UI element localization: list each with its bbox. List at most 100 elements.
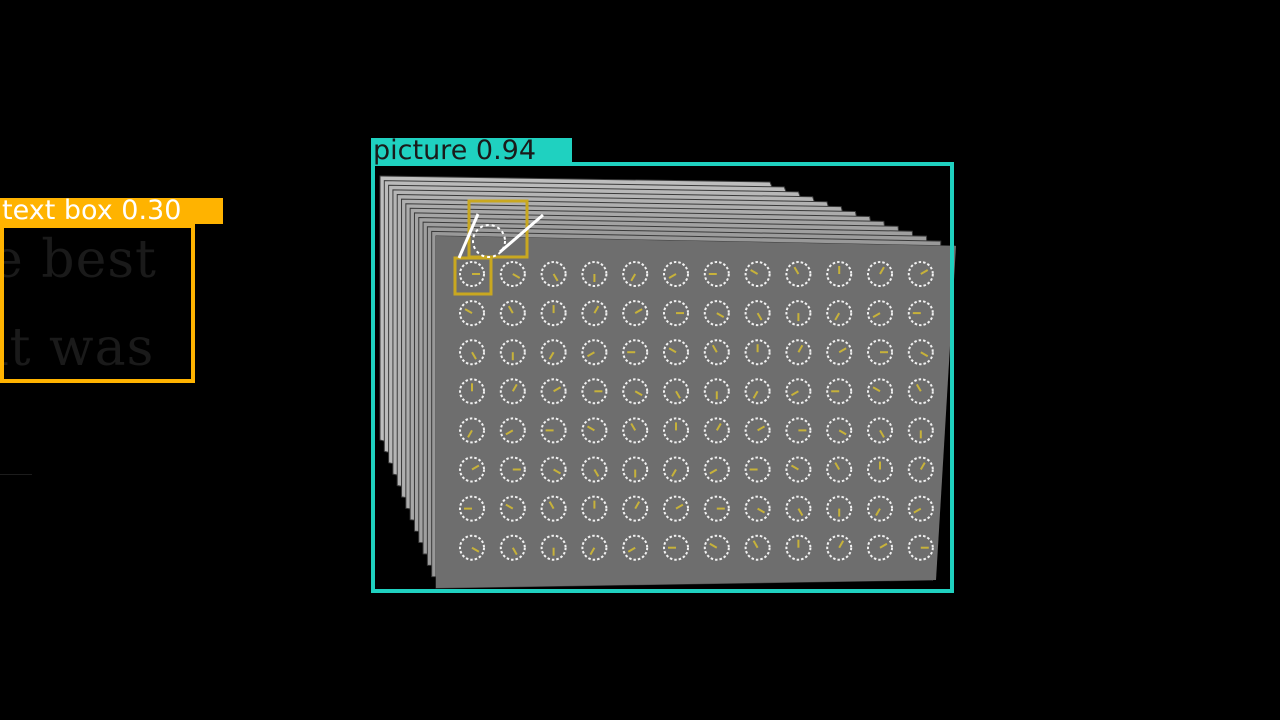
gauge-icon bbox=[581, 534, 608, 561]
gauge-needle bbox=[511, 547, 518, 556]
needle-line-left bbox=[457, 213, 480, 259]
gauge-icon bbox=[907, 534, 934, 561]
detection-class: text box bbox=[2, 195, 113, 226]
text-box-detection-box bbox=[0, 224, 195, 383]
gauge-icon bbox=[499, 300, 526, 327]
gauge-needle bbox=[709, 468, 718, 475]
gauge-needle bbox=[875, 508, 881, 517]
gauge-needle bbox=[790, 390, 799, 397]
gauge-needle bbox=[715, 422, 722, 431]
gauge-needle bbox=[668, 347, 677, 354]
gauge-icon bbox=[703, 495, 730, 522]
gauge-needle bbox=[471, 464, 480, 471]
highlighted-gauge bbox=[453, 199, 544, 296]
gauge-icon bbox=[744, 456, 771, 483]
gauge-needle bbox=[668, 273, 677, 279]
gauge-needle bbox=[505, 503, 514, 510]
gauge-needle bbox=[467, 429, 473, 438]
gauge-icon bbox=[744, 378, 771, 405]
background-text-line-2: it was bbox=[0, 318, 155, 378]
gauge-needle bbox=[919, 462, 926, 471]
gauge-icon bbox=[540, 495, 567, 522]
gauge-icon bbox=[867, 378, 893, 405]
gauge-needle bbox=[634, 308, 643, 314]
gauge-icon bbox=[867, 495, 893, 522]
gauge-icon bbox=[663, 456, 689, 483]
gauge-icon bbox=[785, 456, 812, 483]
gauge-icon bbox=[499, 339, 526, 366]
gauge-icon bbox=[459, 417, 485, 444]
gauge-needle bbox=[593, 468, 600, 477]
gauge-icon bbox=[622, 378, 649, 405]
gauge-icon bbox=[540, 417, 567, 444]
gauge-needle bbox=[586, 351, 595, 358]
gauge-needle bbox=[920, 351, 929, 358]
gauge-icon bbox=[663, 534, 689, 561]
picture-detection-label: picture 0.94 bbox=[371, 135, 572, 166]
gauge-needle bbox=[915, 383, 922, 392]
gauge-icon bbox=[867, 300, 893, 327]
gauge-icon bbox=[581, 261, 608, 287]
gauge-needle bbox=[838, 429, 847, 436]
gauge-needle bbox=[511, 383, 518, 392]
gauge-needle bbox=[548, 351, 555, 360]
gauge-needle bbox=[589, 547, 596, 556]
text-box-detection-label: text box 0.30 bbox=[0, 195, 223, 226]
gauge-needle bbox=[586, 425, 595, 432]
gauge-icon bbox=[622, 300, 649, 327]
gauge-icon bbox=[622, 417, 649, 444]
gauge-icon bbox=[499, 495, 526, 522]
gauge-needle bbox=[757, 425, 766, 432]
gauge-needle bbox=[872, 312, 881, 318]
gauge-icon bbox=[867, 261, 893, 287]
gauge-needle bbox=[634, 390, 643, 397]
gauge-needle bbox=[797, 344, 804, 353]
gauge-icon bbox=[622, 339, 649, 366]
needle-line-right bbox=[499, 213, 544, 254]
gauge-icon bbox=[826, 261, 853, 287]
gauge-needle bbox=[512, 273, 521, 279]
gauge-icon bbox=[540, 534, 567, 561]
gauge-needle bbox=[548, 501, 555, 510]
gauge-icon bbox=[703, 534, 730, 561]
gauge-icon bbox=[581, 456, 608, 483]
gauge-icon bbox=[907, 300, 934, 327]
gauge-icon bbox=[499, 456, 526, 483]
gauge-icon bbox=[459, 534, 485, 561]
gauge-grid bbox=[459, 261, 934, 561]
gauge-needle bbox=[752, 390, 759, 399]
gauge-icon bbox=[867, 417, 893, 444]
gauge-icon bbox=[826, 378, 853, 405]
gauge-needle bbox=[464, 308, 473, 314]
gauge-icon bbox=[663, 495, 689, 522]
gauge-icon bbox=[663, 417, 689, 444]
gauge-needle bbox=[505, 429, 514, 436]
gauge-icon bbox=[703, 261, 730, 287]
gauge-needle bbox=[790, 464, 799, 471]
gauge-needle bbox=[838, 540, 845, 549]
gauge-icon bbox=[472, 224, 506, 258]
gauge-icon bbox=[907, 417, 934, 444]
gauge-needle bbox=[879, 542, 888, 549]
gauge-icon bbox=[907, 495, 934, 522]
gauge-icon bbox=[785, 339, 812, 366]
gauge-icon bbox=[581, 417, 608, 444]
gauge-icon bbox=[907, 261, 934, 287]
gauge-icon bbox=[499, 534, 526, 561]
gauge-icon bbox=[499, 378, 526, 405]
detection-score: 0.94 bbox=[475, 135, 537, 166]
gauge-needle bbox=[675, 390, 681, 399]
gauge-needle bbox=[797, 508, 804, 517]
gauge-icon bbox=[826, 456, 853, 483]
gauge-needle bbox=[553, 386, 562, 393]
background-text-line-1: e best bbox=[0, 230, 157, 290]
gauge-needle bbox=[471, 546, 480, 553]
gauge-needle bbox=[553, 468, 562, 475]
gauge-icon bbox=[785, 300, 812, 327]
gauge-needle bbox=[879, 266, 885, 275]
gauge-icon bbox=[622, 534, 649, 561]
gauge-icon bbox=[540, 378, 567, 405]
gauge-needle bbox=[630, 422, 637, 431]
